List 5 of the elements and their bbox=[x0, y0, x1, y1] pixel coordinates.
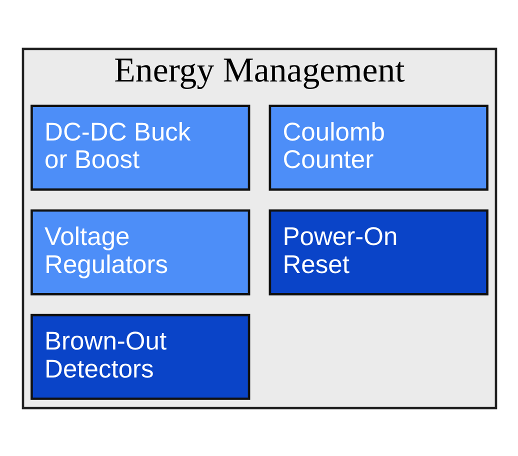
node-box: Brown-Out Detectors bbox=[30, 313, 250, 400]
node-box: Coulomb Counter bbox=[268, 104, 488, 190]
node-box: DC-DC Buck or Boost bbox=[30, 104, 250, 190]
node-box: Power-On Reset bbox=[268, 208, 488, 295]
node-box: Voltage Regulators bbox=[30, 208, 250, 295]
